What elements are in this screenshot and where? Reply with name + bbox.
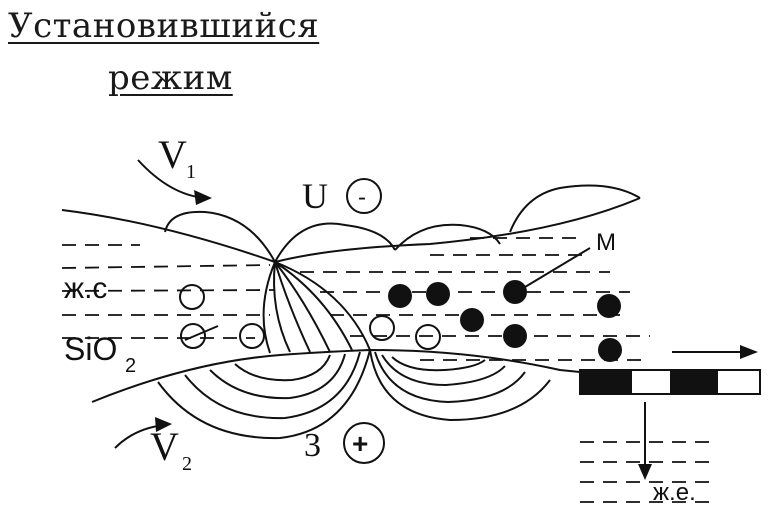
- output-arrowhead: [740, 345, 758, 359]
- strip-dark-segment-2: [670, 370, 718, 394]
- v2-arrowhead: [155, 417, 172, 432]
- v2-subscript: 2: [182, 453, 192, 475]
- v1-label: V: [158, 132, 187, 177]
- lower-arcs-right: [369, 349, 551, 422]
- title-line-1: Установившийся: [8, 6, 320, 46]
- sio2-label: SiO: [64, 331, 117, 367]
- metal-particles: [388, 280, 622, 362]
- lower-arcs-left: [157, 349, 371, 440]
- v1-arrowhead: [194, 190, 212, 205]
- sio2-subscript: 2: [125, 355, 136, 377]
- sio2-particles: [179, 284, 441, 350]
- upper-lobe-4: [509, 184, 641, 233]
- upper-lobe-3: [394, 223, 501, 251]
- sio2-pointer-line: [184, 325, 219, 341]
- three-label: 3: [304, 427, 321, 464]
- lower-electrode-surface: [91, 348, 581, 403]
- upper-lobe-1: [164, 210, 276, 263]
- minus-electrode-circle: [346, 178, 382, 214]
- upper-lobe-2: [274, 222, 396, 263]
- liquid-dashed-lines-right: [300, 237, 650, 361]
- channel-field-lines: [262, 261, 371, 354]
- title-line-2: режим: [108, 58, 233, 98]
- down-arrowhead: [638, 464, 652, 480]
- plus-electrode-circle: [343, 422, 385, 464]
- minus-sign: -: [358, 184, 366, 211]
- m-label: M: [596, 229, 616, 256]
- strip-dark-segment-1: [580, 370, 632, 394]
- m-pointer-line: [519, 247, 591, 291]
- v1-subscript: 1: [186, 161, 196, 183]
- liquid-dashed-lines-left: [61, 244, 276, 339]
- plus-sign: +: [352, 428, 368, 459]
- zhe-label: ж.е.: [653, 479, 696, 506]
- upper-electrode-surface: [61, 197, 641, 264]
- u-label: U: [302, 176, 328, 216]
- v2-label: V: [150, 424, 179, 469]
- zhs-label: ж.с: [64, 272, 107, 305]
